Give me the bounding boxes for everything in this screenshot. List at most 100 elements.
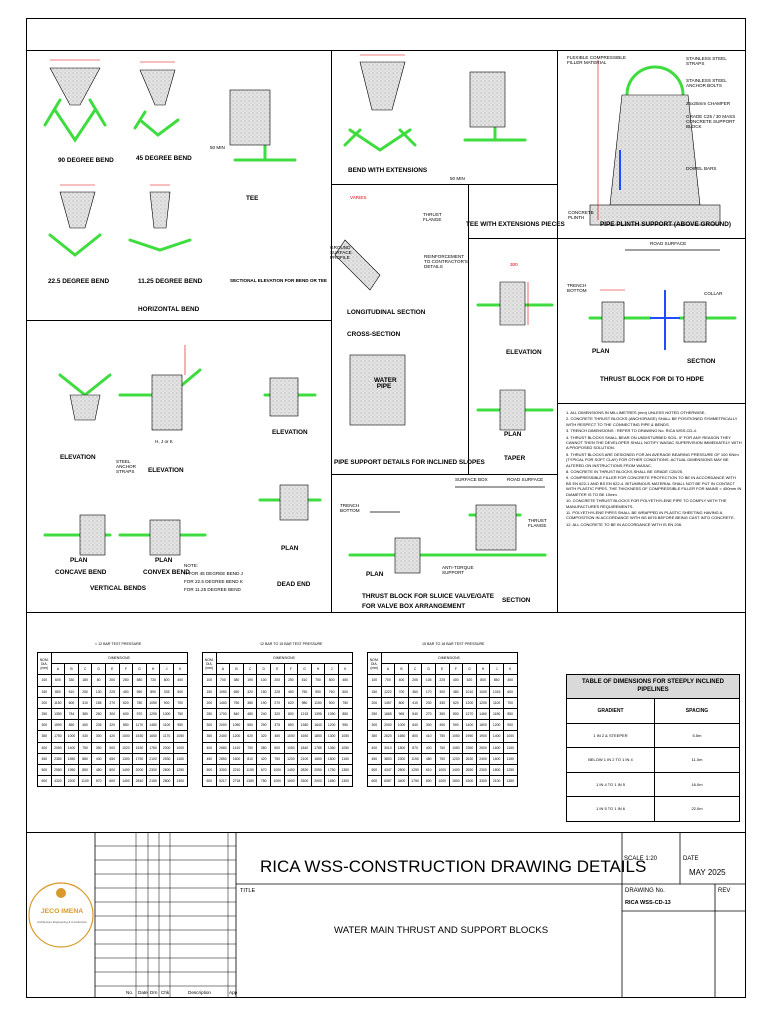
label-dowel: DOWEL BARS (686, 166, 717, 171)
table-cell: 600 (37, 775, 52, 788)
label-taper-plan: PLAN (504, 431, 522, 438)
label-90-bend: 90 DEGREE BEND (58, 157, 114, 164)
label-hdpe-section: SECTION (687, 358, 716, 365)
scale: SCALE 1:20 (624, 856, 658, 862)
note-item: 8. CONCRETE IN THRUST BLOCKS SHALL BE GR… (566, 469, 684, 475)
gradient-table-title: TABLE OF DIMENSIONS FOR STEEPLY INCLINED… (567, 675, 739, 699)
label-thrust-di-hdpe: THRUST BLOCK FOR DI TO HDPE (600, 376, 704, 383)
label-thrust-flange-sluice: THRUST FLANGE (528, 518, 547, 528)
drawing-no: RICA WSS-CD-13 (625, 900, 671, 906)
spacing-cell: 22.0m (691, 806, 703, 812)
table-cell: 1250 (172, 763, 188, 777)
label-anti-torque: ANTI-TORQUE SUPPORT (442, 565, 474, 575)
label-45-bend: 45 DEGREE BEND (136, 155, 192, 162)
gradient-col-header: GRADIENT (567, 699, 655, 723)
table-cell: 1350 (502, 775, 518, 788)
label-ground-surface: GROUND SURFACE PROFILE (330, 245, 352, 260)
label-dead-end: DEAD END (277, 581, 311, 588)
title-label: TITLE (240, 888, 256, 894)
table-1-title: < 12 BAR TEST PRESSURE (95, 642, 142, 646)
title-block-frame (26, 832, 746, 998)
label-ss-anchor: STAINLESS STEEL ANCHOR BOLTS (686, 78, 727, 88)
label-cross-section: CROSS-SECTION (347, 331, 401, 338)
label-de-plan: PLAN (281, 545, 299, 552)
label-sluice-2: FOR VALVE BOX ARRANGEMENT (362, 603, 466, 610)
table-2-title: 12 BAR TO 15 BAR TEST PRESSURE (260, 642, 323, 646)
table-cell: 1050 (337, 741, 353, 754)
note-item: 2. CONCRETE THRUST BLOCKS (ANCHORAGE) SH… (566, 416, 738, 427)
label-surface-box: SURFACE BOX (455, 477, 488, 482)
logo-ring (28, 882, 94, 948)
logo-sub: Architecture Engineering & Construction (37, 920, 87, 924)
table-cell: 1150 (502, 752, 518, 765)
table-cell: 1300 (337, 775, 353, 788)
rev-col-drn: Drn (150, 990, 158, 995)
label-trench-bottom-sluice: TRENCH BOTTOM (340, 503, 360, 513)
label-tee: TEE (246, 195, 259, 202)
label-concave-plan: PLAN (70, 557, 88, 564)
label-sluice-1: THRUST BLOCK FOR SLUICE VALVE/GATE (362, 593, 495, 600)
label-inclined: PIPE SUPPORT DETAILS FOR INCLINED SLOPES (334, 459, 485, 466)
gradient-cell: BELOW 1 IN 2 TO 1 IN 4 (567, 748, 655, 772)
gradient-table: TABLE OF DIMENSIONS FOR STEEPLY INCLINED… (566, 674, 740, 822)
label-concave-bend: CONCAVE BEND (55, 569, 107, 576)
project-title: RICA WSS-CONSTRUCTION DRAWING DETAILS (260, 857, 647, 876)
label-horizontal-bend: HORIZONTAL BEND (138, 306, 200, 313)
rev-col-app: App (229, 990, 238, 995)
label-sluice-section: SECTION (502, 597, 531, 604)
table-cell: 1150 (502, 741, 518, 754)
label-convex-plan: PLAN (155, 557, 173, 564)
label-hdpe-plan: PLAN (592, 348, 610, 355)
note-item: 3. TRENCH DIMENSIONS : REFER TO DRAWING … (566, 428, 697, 434)
table-cell: 850 (337, 707, 353, 721)
label-flex-filler: FLEXIBLE COMPRESSIBLE FILLER MATERIAL (567, 55, 626, 65)
spacing-cell: 11.0m (691, 757, 703, 763)
label-sectional-elev: SECTIONAL ELEVATION FOR BEND OR TEE (230, 278, 327, 283)
label-dim300: 300 (510, 262, 518, 267)
date-label: DATE (683, 856, 699, 862)
label-22-bend: 22.5 DEGREE BEND (48, 278, 110, 285)
rev-col-chk: Chk (161, 990, 170, 995)
table-cell: 600 (337, 685, 353, 698)
note-item: 12. ALL CONCRETE TO BE IN ACCORDANCE WIT… (566, 521, 683, 527)
label-11-bend: 11.25 DEGREE BEND (138, 278, 203, 285)
label-sluice-plan: PLAN (366, 571, 384, 578)
table-cell: 1350 (337, 763, 353, 777)
table-cell: 1650 (324, 775, 339, 788)
rev-label: REV (718, 888, 731, 894)
gradient-header-row: GRADIENT SPACING (567, 699, 739, 724)
label-vert-elevation-1: ELEVATION (60, 454, 96, 461)
label-grade: GRADE C25 / 30 MASS CONCRETE SUPPORT BLO… (686, 114, 736, 129)
rev-col-date: Date (138, 990, 148, 995)
note-item: 10. CONCRETE THRUST BLOCKS FOR POLYETHYL… (566, 498, 727, 509)
note-item: 11. POLYETHYLENE PIPES SHALL BE WRAPPED … (566, 509, 735, 521)
table-row: BELOW 1 IN 2 TO 1 IN 4 11.0m (567, 748, 739, 773)
label-taper: TAPER (504, 455, 526, 462)
label-convex-bend: CONVEX BEND (143, 569, 190, 576)
spacing-cell: 16.0m (691, 781, 703, 787)
label-tee-ext: TEE WITH EXTENSIONS PIECES (466, 221, 565, 228)
date: MAY 2025 (689, 868, 726, 877)
label-plinth: PIPE PLINTH SUPPORT (ABOVE GROUND) (600, 221, 732, 228)
spacing-col-header: SPACING (685, 707, 709, 714)
general-notes: 1. ALL DIMENSIONS IN MILLIMETRES (mm) UN… (566, 410, 742, 528)
label-note-1: H FOR 45 DEGREE BEND J (184, 571, 243, 576)
gradient-cell: 1 IN 4 TO 1 IN 5 (567, 772, 655, 796)
note-item: 5. THRUST BLOCKS ARE DESIGNED FOR AN AVE… (566, 451, 739, 468)
label-chamfer: 25x25mm CHAMFER (686, 101, 731, 106)
table-cell: 1300 (172, 775, 188, 788)
